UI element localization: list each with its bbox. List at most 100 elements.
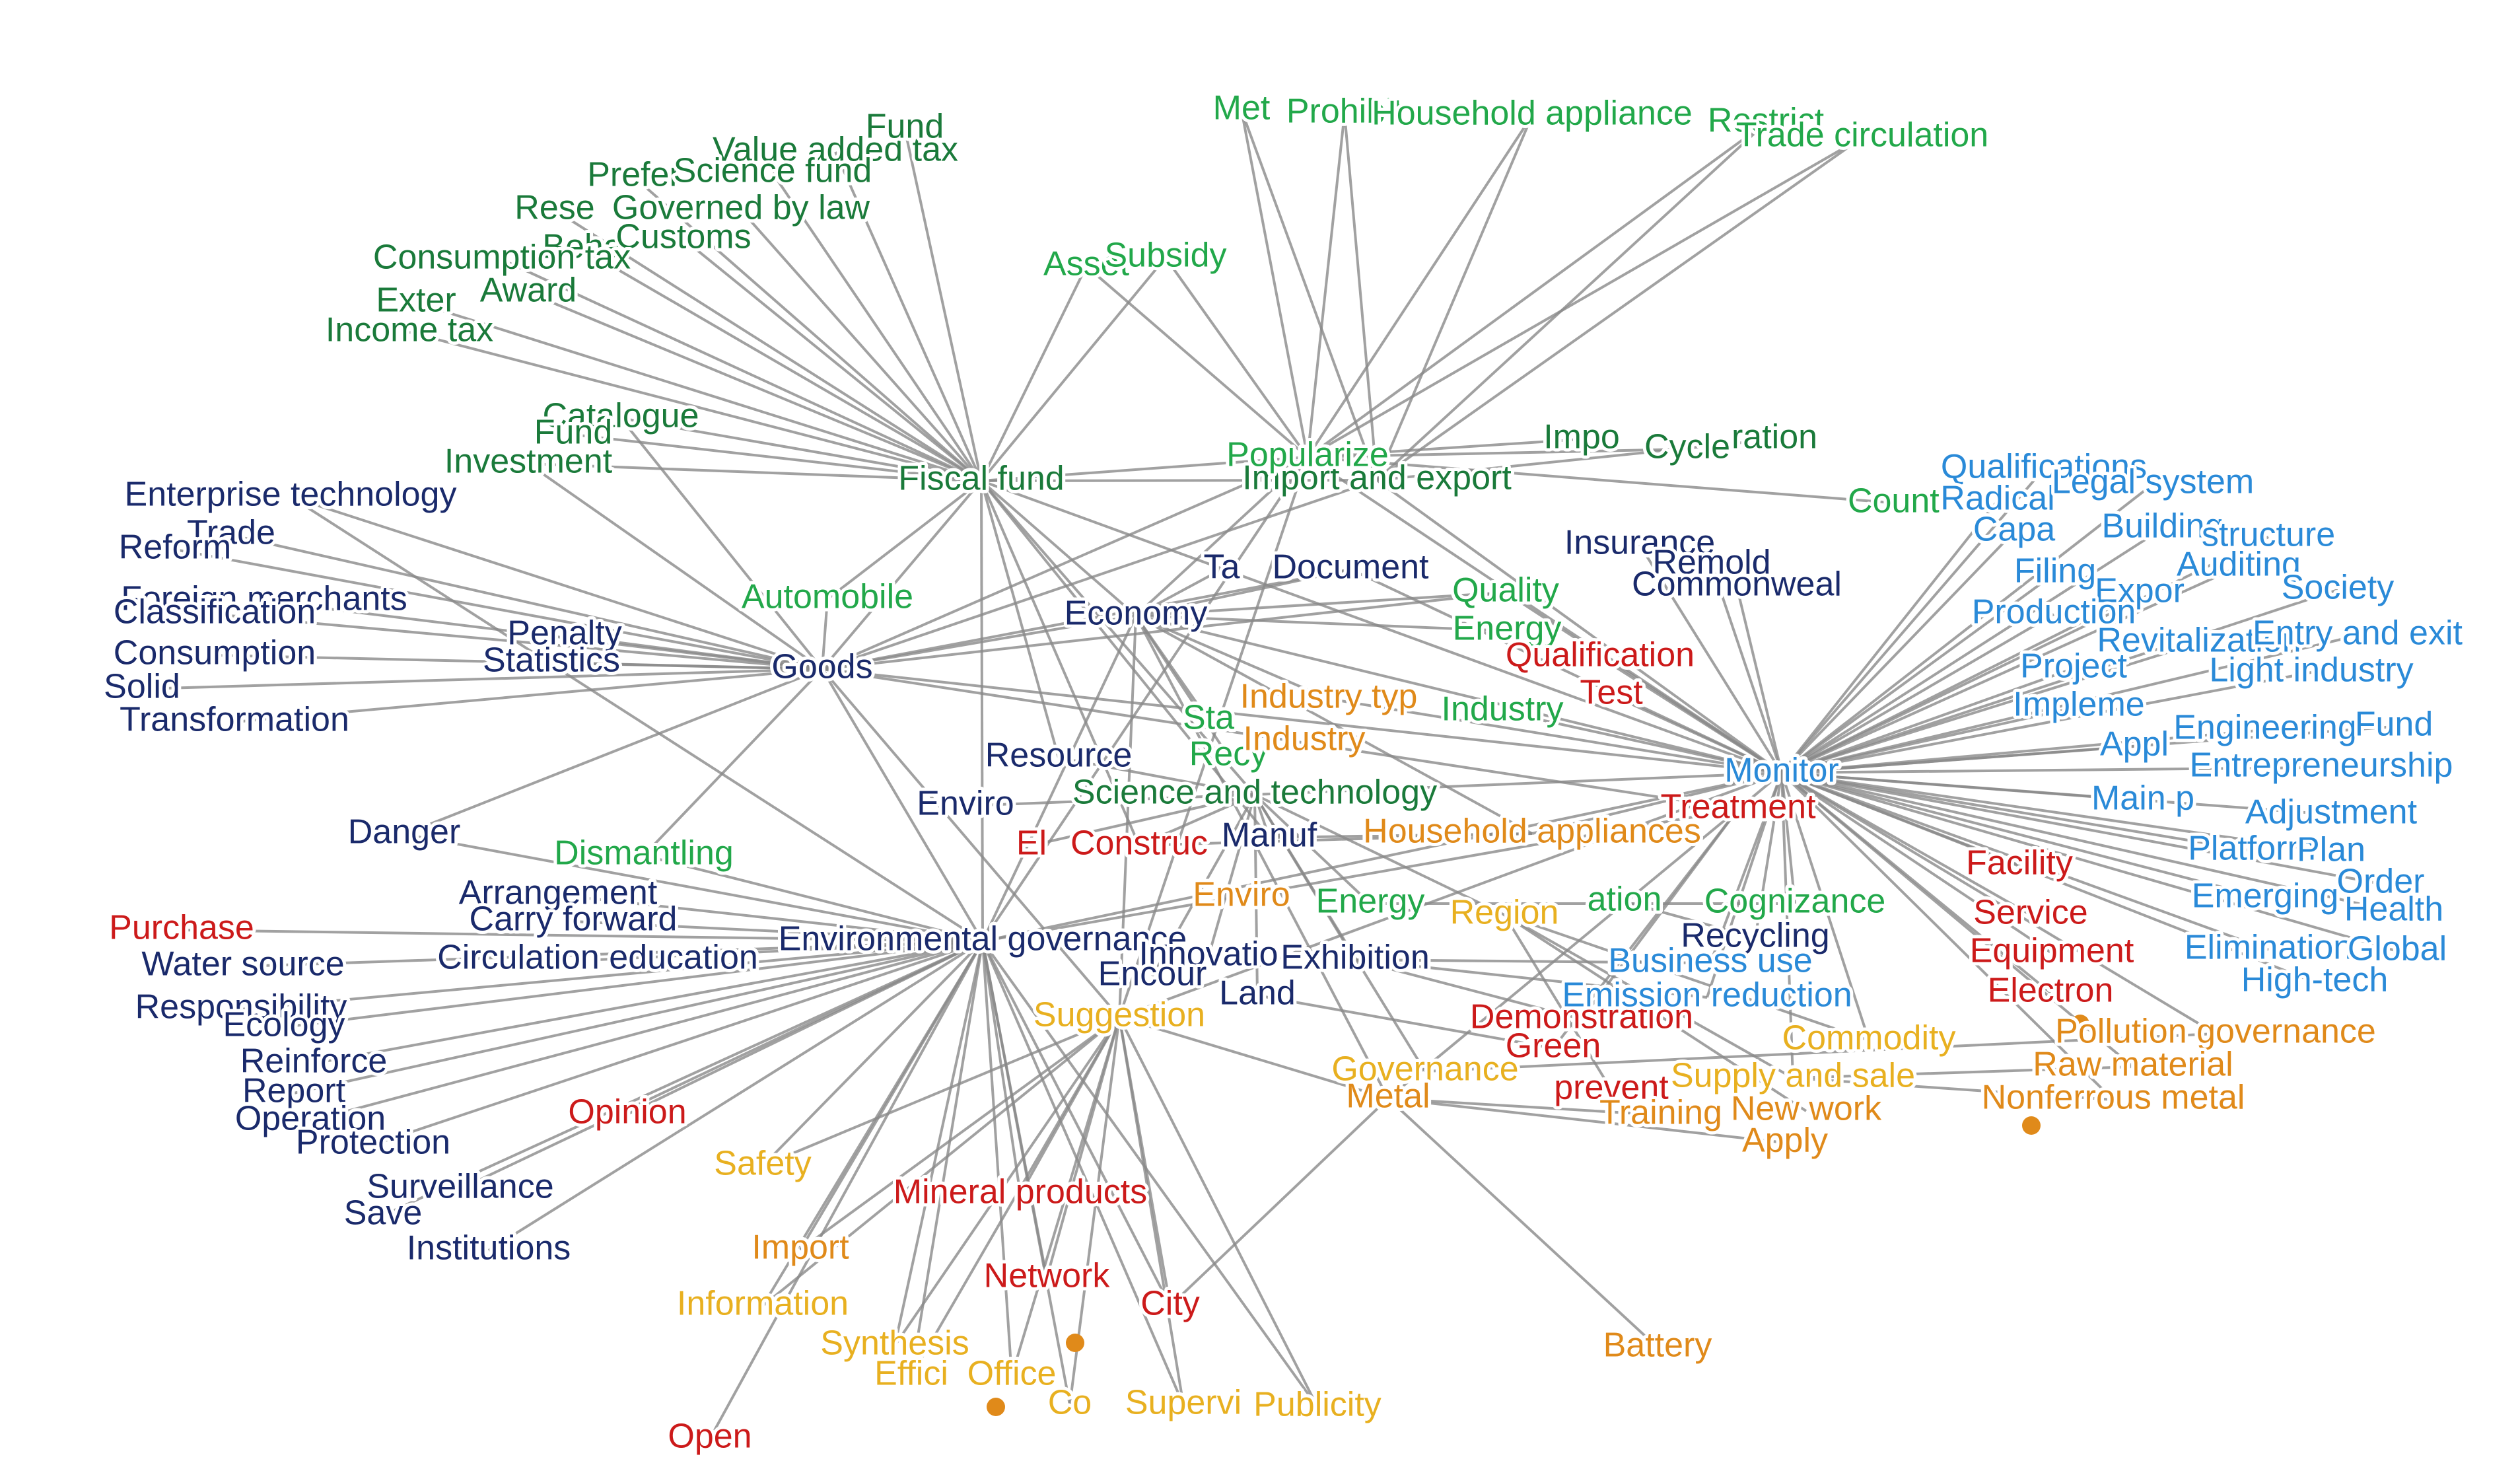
node-label-adjustment: Adjustment [2245,793,2418,832]
edge-suggestion-information [761,1016,1121,1307]
edge-fiscal-fund-income-tax [409,331,982,482]
node-label-supervision: Supervi [1125,1384,1242,1422]
node-label-city: City [1140,1285,1200,1323]
edge-fiscal-fund-import-export [981,479,1378,482]
edge-economy-metal [1135,615,1389,1099]
node-label-health: Health [2344,890,2443,929]
edge-import-export-met [1240,110,1378,481]
edge-monitor-adjustment [1781,771,2332,816]
node-label-pollution-governance: Pollution governance [2055,1013,2376,1051]
node-label-science-technology: Science and technology [1072,773,1437,812]
node-label-efficiency: Effici [874,1355,948,1393]
node-label-import-mid: Impo [1543,418,1620,456]
node-label-country: Countr [1848,482,1951,520]
edge-environmental-governance-dismantling [643,854,983,943]
node-label-project: Project [2020,647,2127,686]
node-label-remold: Remold [1652,544,1770,582]
edge-economy-quality [1135,591,1506,617]
edge-ation-recycling [1624,900,1756,939]
node-label-revitalization: Revitalization [2097,622,2301,660]
edge-economy-recy [1135,614,1230,758]
edge-treatment-demonstration [1580,808,1739,1021]
node-label-office: Office [967,1355,1057,1393]
node-label-protection: Protection [296,1124,450,1162]
edge-supply-sale-raw-material [1792,1065,2134,1079]
edge-environmental-governance-water-source [242,940,983,968]
edge-goods-trade [230,534,823,670]
edge-monitor-radical [1780,499,1999,774]
edge-suggestion-monitor [1119,771,1782,1019]
node-label-classification: Classification [114,593,316,631]
edge-environmental-governance-network [981,941,1048,1279]
edge-suggestion-economy [1118,615,1137,1018]
edge-environmental-governance-reinforce [313,940,983,1065]
edge-metal-battery [1387,1097,1659,1349]
edge-monitor-pollution-governance [1780,771,2217,1035]
edge-fiscal-fund-subsidy [980,256,1167,482]
node-label-recy: Recy [1189,735,1267,773]
node-label-governed-by-law: Governed by law [612,189,870,227]
edge-monitor-commodity [1780,772,1870,1041]
edge-monitor-equipment [1780,771,2053,954]
node-label-mineral-products: Mineral products [893,1173,1147,1211]
edge-popularize-country [1307,456,1900,505]
edge-import-export-household-appliance-top [1376,115,1533,481]
edge-economy-tax [1135,568,1222,617]
node-label-application: Appl [2100,725,2169,764]
edge-fiscal-fund-award [528,291,982,482]
node-label-fund-blue: Fund [2355,705,2433,744]
edge-monitor-emerging [1781,771,2266,900]
edge-goods-solid [141,668,823,690]
node-label-catalogue: Catalogue [542,397,699,435]
edge-fiscal-fund-resource [980,480,1060,758]
node-label-subsidy: Subsidy [1105,236,1227,275]
node-label-economy: Economy [1065,594,1208,633]
node-label-cognizance: Cognizance [1704,882,1886,921]
edge-goods-reform [174,548,823,670]
node-label-surveillance: Surveillance [367,1168,553,1206]
edge-science-technology-construction [1138,793,1255,847]
node-label-export: Expor [2095,572,2185,610]
node-label-fiscal-fund: Fiscal fund [898,460,1064,498]
edge-fiscal-fund-asset [980,266,1088,482]
node-label-award: Award [480,271,577,310]
edge-environmental-governance-information [761,940,984,1307]
edge-goods-document [822,568,1351,670]
node-label-industry-green: Industry [1442,690,1564,729]
node-label-industry-type: Industry typ [1240,678,1418,716]
node-label-danger: Danger [348,813,461,851]
node-label-household-appliances: Household appliances [1363,812,1701,851]
node-label-apply: Apply [1742,1122,1828,1160]
node-label-region: Region [1450,894,1559,932]
node-label-investment: Investment [444,443,613,481]
edge-environmental-governance-safety [761,940,984,1167]
node-label-platform: Platform [2188,830,2316,868]
edge-monitor-emission-reduction [1706,772,1783,998]
edge-region-commodity [1504,914,1870,1042]
edge-suggestion-synthesis [893,1016,1121,1347]
node-label-import-export: Import and export [1242,459,1512,497]
node-label-cycle: Cycle [1644,428,1730,466]
node-label-engineering: Engineering [2173,709,2357,747]
node-label-dismantling: Dismantling [554,834,734,873]
node-label-co: Co [1048,1384,1092,1422]
node-label-tax: Ta [1204,548,1240,587]
edge-metal-apply [1387,1097,1786,1144]
edge-monitor-legal-system [1780,483,2154,774]
edge-monitor-document [1350,568,1782,774]
node-label-demonstration: Demonstration [1470,998,1693,1036]
edge-goods-danger [403,668,823,836]
edge-science-technology-innovation [1207,794,1256,957]
edge-science-technology-region [1254,793,1505,916]
node-label-electron: Electron [1988,972,2114,1010]
edge-monitor-filing [1780,572,2056,774]
edge-environmental-governance-ecology [283,940,983,1028]
edge-governance-pollution-governance [1424,1032,2216,1073]
edge-environmental-governance-office [981,941,1013,1377]
edge-fiscal-fund-automobile [826,480,983,600]
edge-exhibition-demonstration [1354,958,1582,1021]
node-label-qualifications: Qualifications [1941,448,2147,486]
node-label-exhibition: Exhibition [1280,939,1429,977]
edge-fiscal-fund-economy [980,480,1137,617]
edge-economy-document [1135,568,1351,617]
